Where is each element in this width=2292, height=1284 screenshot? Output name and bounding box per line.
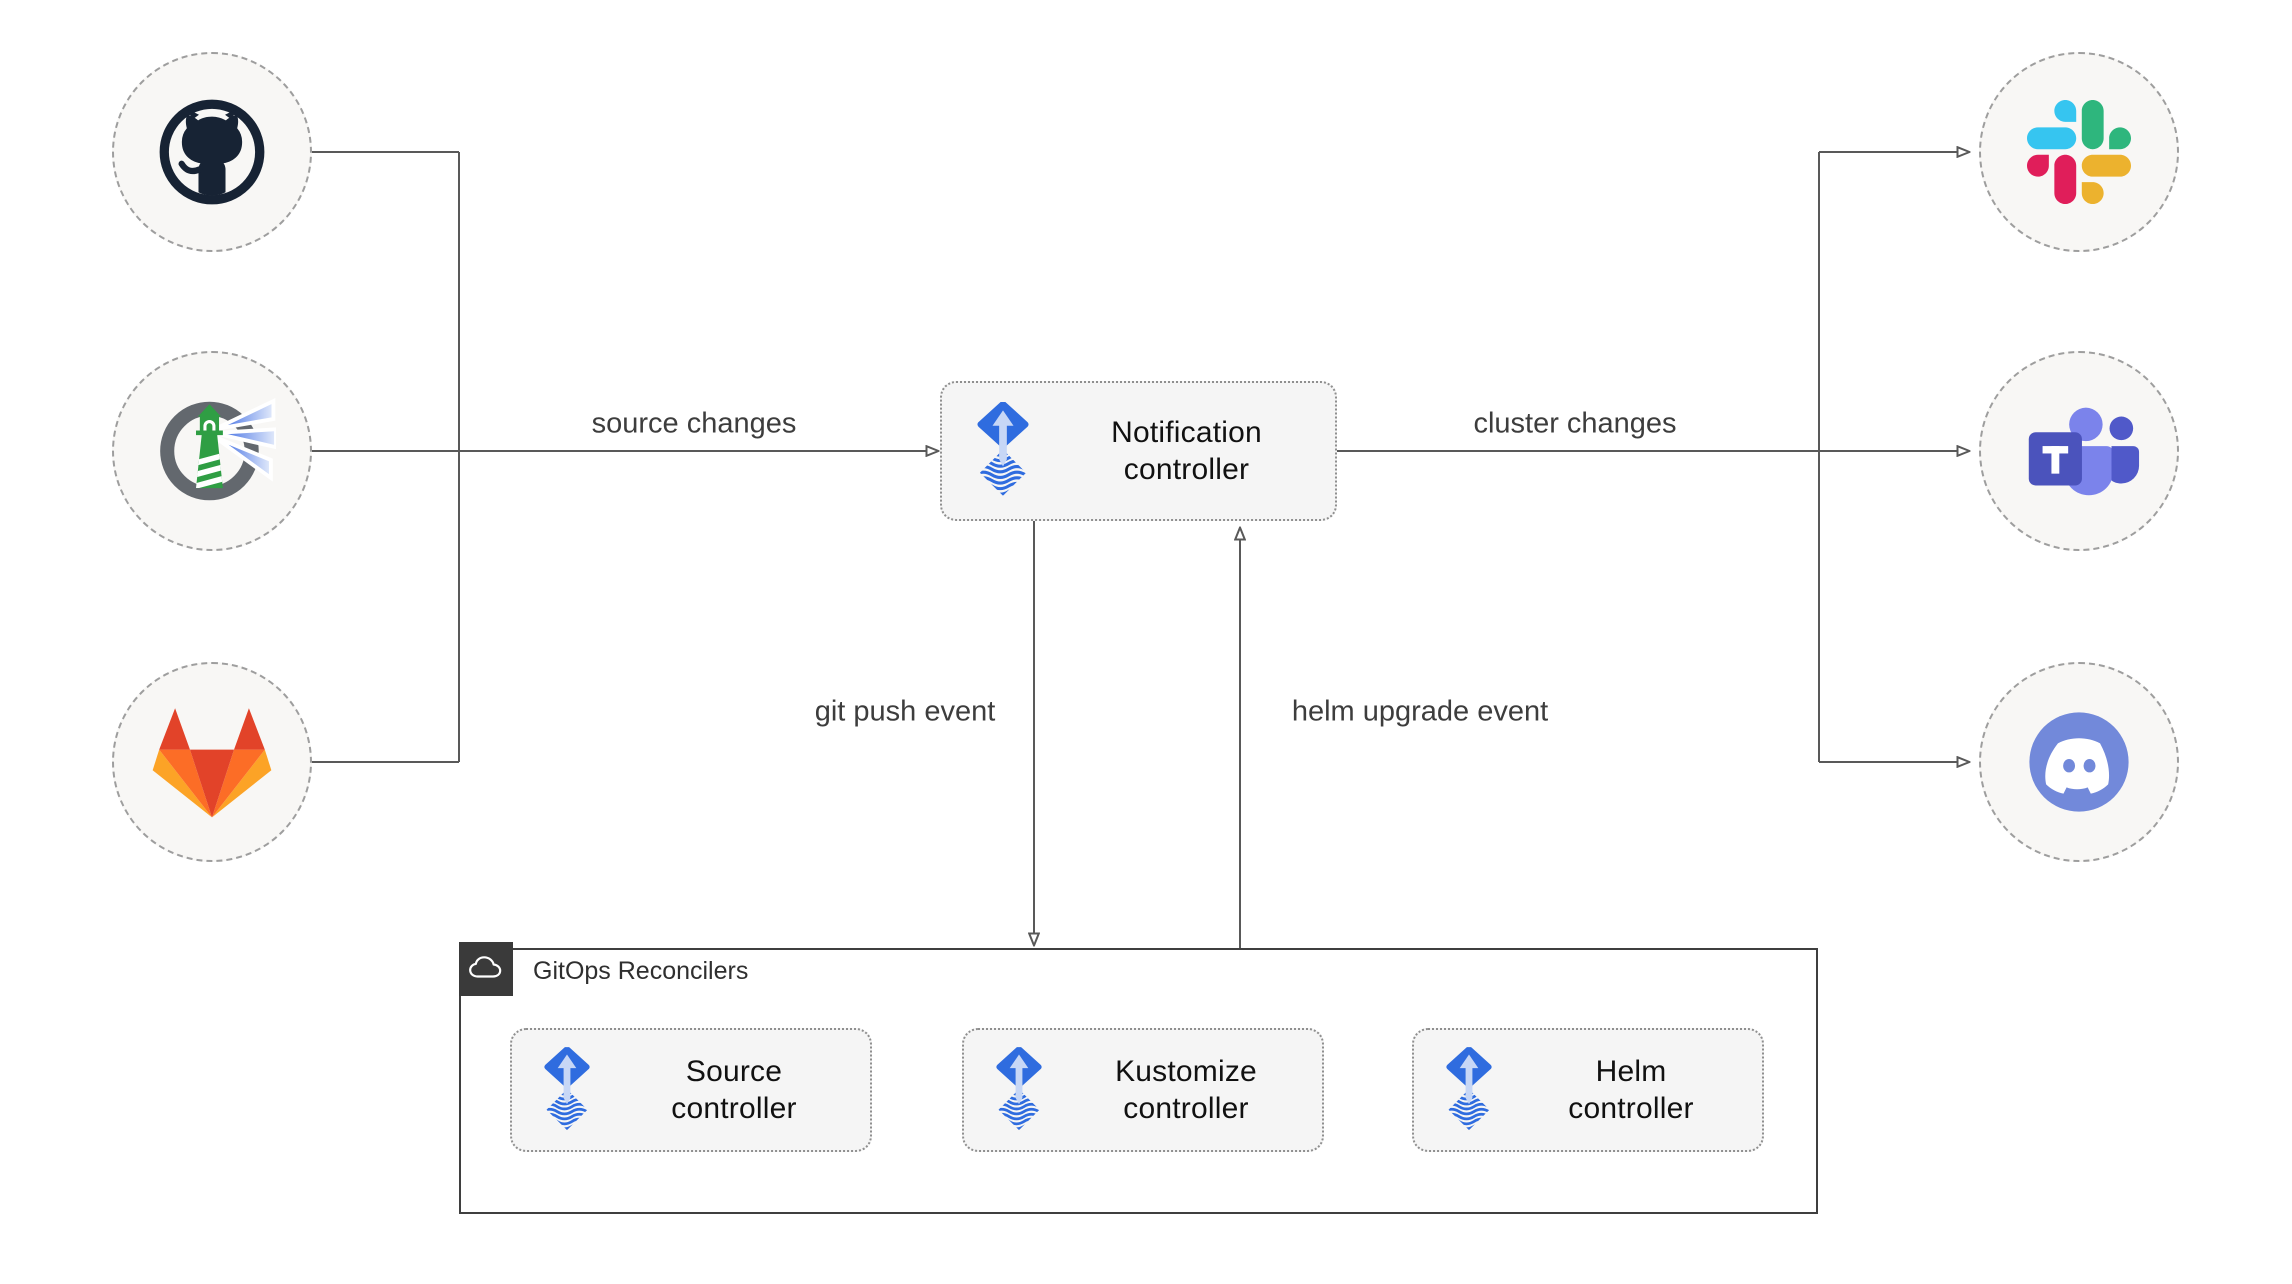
slack-icon: [2027, 100, 2131, 204]
github-node: [112, 52, 312, 252]
flux-icon: [988, 1047, 1050, 1134]
source-controller-node: Source controller: [510, 1028, 872, 1152]
edge-label-helm-upgrade-event: helm upgrade event: [1291, 695, 1549, 728]
edge-label-source-changes: source changes: [591, 407, 797, 440]
notification-controller-label: Notification controller: [1111, 416, 1262, 486]
gitops-reconcilers-label: GitOps Reconcilers: [533, 957, 749, 985]
group-badge: [459, 942, 513, 996]
edge-label-cluster-changes: cluster changes: [1473, 407, 1677, 440]
helm-controller-label: Helm controller: [1568, 1055, 1694, 1125]
edge-label-git-push-event: git push event: [814, 695, 996, 728]
notification-controller-node: Notification controller: [940, 381, 1337, 521]
gitlab-node: [112, 662, 312, 862]
microsoft-teams-node: [1979, 351, 2179, 551]
cloud-icon: [469, 956, 502, 978]
slack-node: [1979, 52, 2179, 252]
discord-node: [1979, 662, 2179, 862]
helm-controller-node: Helm controller: [1412, 1028, 1764, 1152]
microsoft-teams-icon: [2028, 407, 2140, 496]
kustomize-controller-label: Kustomize controller: [1115, 1055, 1257, 1125]
flux-icon: [1438, 1047, 1500, 1134]
discord-icon: [2029, 712, 2129, 812]
harbor-icon: [160, 398, 276, 501]
source-controller-label: Source controller: [671, 1055, 797, 1125]
kustomize-controller-node: Kustomize controller: [962, 1028, 1324, 1152]
github-icon: [159, 99, 265, 205]
harbor-node: [112, 351, 312, 551]
flux-icon: [968, 402, 1038, 500]
gitlab-icon: [152, 708, 272, 818]
flux-icon: [536, 1047, 598, 1134]
